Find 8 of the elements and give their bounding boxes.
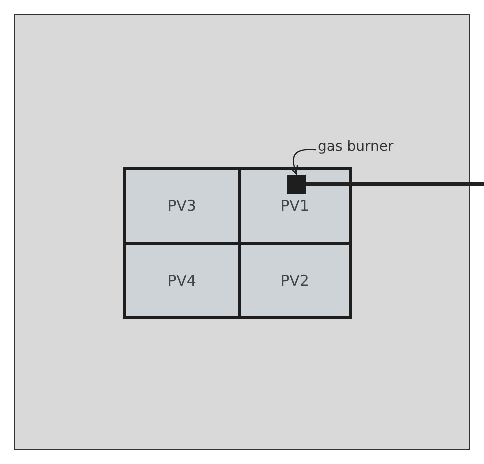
panel-cell: PV2 bbox=[238, 242, 352, 319]
panel-cell: PV3 bbox=[123, 167, 241, 245]
panel-cell: PV1 bbox=[238, 167, 352, 245]
pipe-line bbox=[306, 182, 484, 186]
leader-arrow bbox=[290, 149, 316, 175]
burner-square bbox=[287, 175, 306, 194]
panel-cell: PV4 bbox=[123, 242, 241, 319]
callout-text: gas burner bbox=[318, 139, 400, 161]
